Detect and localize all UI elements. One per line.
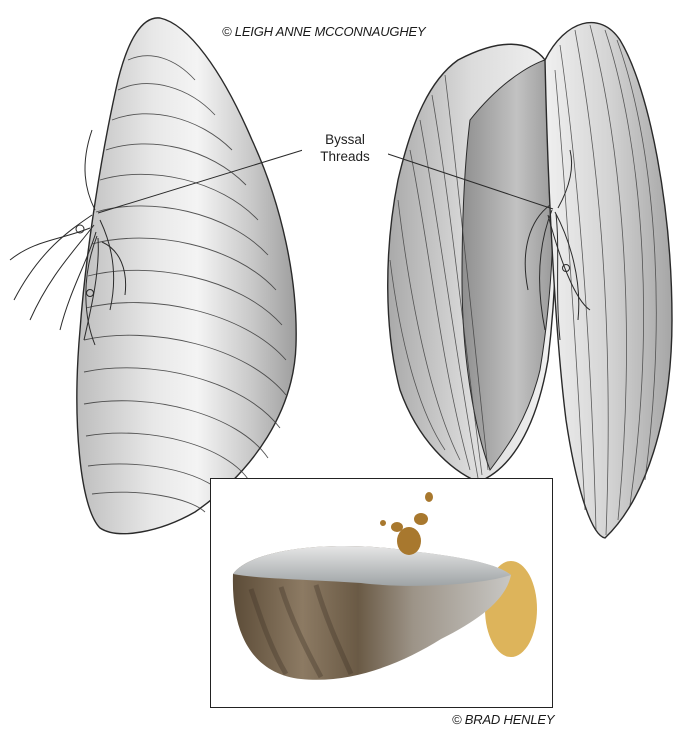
label-line-2: Threads — [302, 148, 388, 165]
mussel-photo-art — [211, 479, 553, 708]
illustration-credit: © LEIGH ANNE MCCONNAUGHEY — [222, 24, 425, 39]
mussel-photo — [210, 478, 553, 708]
open-mussel-drawing — [388, 23, 672, 538]
closed-mussel-drawing — [10, 18, 296, 534]
photo-credit: © BRAD HENLEY — [452, 712, 554, 727]
byssal-threads-label: Byssal Threads — [302, 131, 388, 165]
label-line-1: Byssal — [302, 131, 388, 148]
